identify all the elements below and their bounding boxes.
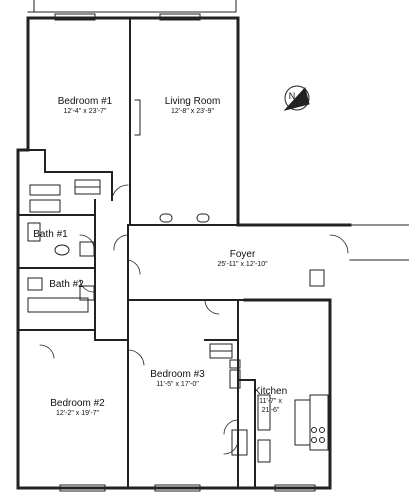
- living-room-label: Living Room 12'-8" x 23'-9": [155, 96, 230, 116]
- fixtures: [27, 99, 409, 463]
- bedroom3-name: Bedroom #3: [150, 369, 205, 380]
- bedroom3-dims: 11'-5" x 17'-0": [156, 381, 199, 388]
- windows: [54, 13, 316, 492]
- kitchen-dims-line2: 21'-6": [261, 407, 280, 414]
- bath2-label: Bath #2: [44, 279, 89, 290]
- foyer-dims: 25'-11" x 12'-10": [217, 261, 268, 268]
- bedroom1-name: Bedroom #1: [57, 96, 113, 107]
- living-room-name: Living Room: [164, 96, 221, 107]
- kitchen-label: Kitchen 11'-7" x 21'-6": [248, 386, 293, 415]
- compass-letter: N: [288, 91, 296, 101]
- bedroom1-dims: 12'-4" x 23'-7": [63, 108, 107, 115]
- foyer-label: Foyer 25'-11" x 12'-10": [205, 249, 280, 269]
- bath2-name: Bath #2: [49, 279, 84, 290]
- roof-edge-lines: [27, 0, 237, 13]
- bedroom1-label: Bedroom #1 12'-4" x 23'-7": [50, 96, 120, 116]
- interior-walls: [17, 17, 256, 489]
- kitchen-dims-line1: 11'-7" x: [259, 398, 282, 405]
- bedroom2-name: Bedroom #2: [50, 398, 105, 409]
- living-room-dims: 12'-8" x 23'-9": [170, 108, 215, 115]
- exterior-walls: [16, 16, 352, 490]
- bedroom2-label: Bedroom #2 12'-2" x 19'-7": [40, 398, 115, 418]
- doors: [39, 184, 349, 455]
- bedroom3-label: Bedroom #3 11'-5" x 17'-0": [140, 369, 215, 389]
- kitchen-name: Kitchen: [253, 386, 288, 397]
- bath1-name: Bath #1: [33, 229, 68, 240]
- compass-north-label: N: [285, 91, 299, 102]
- compass-rose: [283, 85, 310, 111]
- foyer-name: Foyer: [229, 249, 256, 260]
- bath1-label: Bath #1: [28, 229, 73, 240]
- bedroom2-dims: 12'-2" x 19'-7": [55, 410, 100, 417]
